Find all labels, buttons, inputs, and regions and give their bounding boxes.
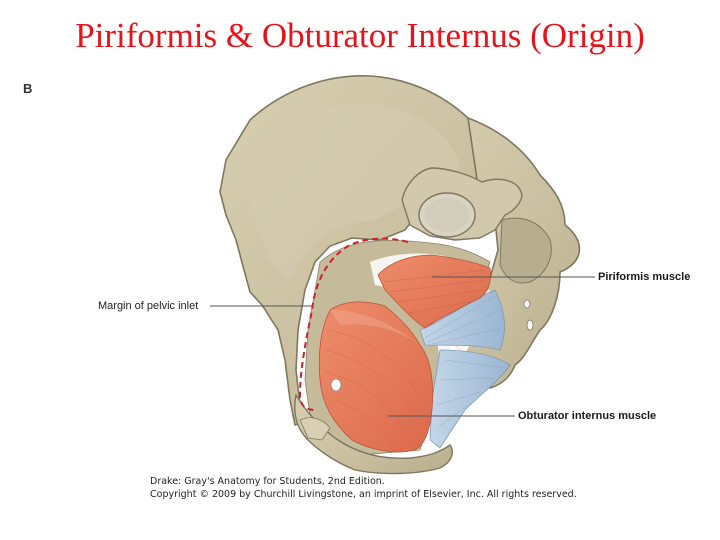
slide-title: Piriformis & Obturator Internus (Origin) bbox=[75, 16, 645, 55]
label-piriformis-muscle: Piriformis muscle bbox=[598, 271, 691, 283]
vertebra bbox=[401, 167, 523, 241]
piriformis-muscle-shape bbox=[377, 254, 491, 329]
ligaments bbox=[419, 289, 511, 449]
label-margin-of-pelvic-inlet: Margin of pelvic inlet bbox=[98, 300, 199, 312]
ischium-bone bbox=[294, 393, 453, 475]
panel-letter: B bbox=[23, 81, 33, 96]
label-obturator-internus-muscle: Obturator internus muscle bbox=[518, 410, 657, 422]
credit-line-1: Drake: Gray's Anatomy for Students, 2nd … bbox=[150, 476, 385, 487]
credit-line-2: Copyright © 2009 by Churchill Livingston… bbox=[150, 489, 577, 500]
obturator-internus-shape bbox=[318, 301, 434, 453]
